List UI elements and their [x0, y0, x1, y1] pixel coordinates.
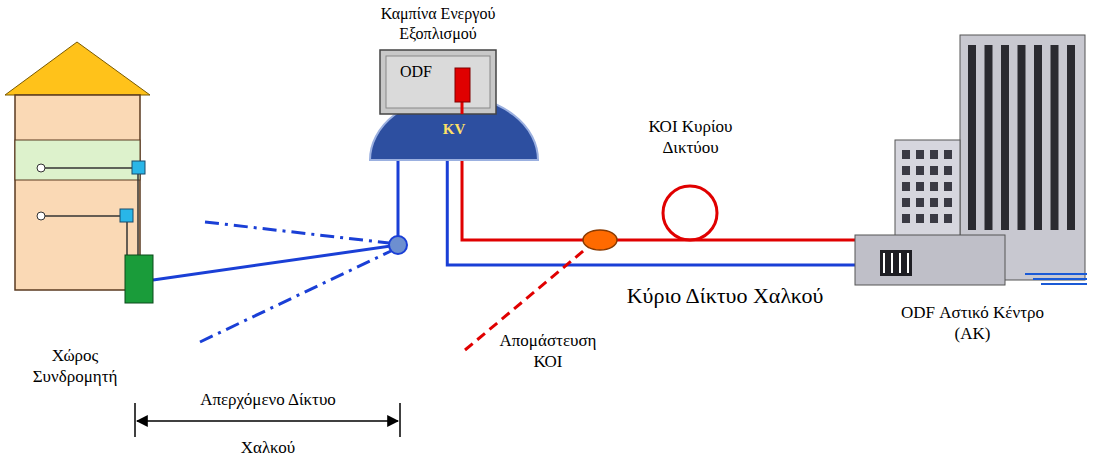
house-shape: [5, 40, 153, 302]
subscriber-house: Χώρος Συνδρομητή: [5, 40, 153, 302]
junction-circle: [389, 236, 407, 254]
water-line: [1033, 278, 1087, 280]
fiber-label: ΚΟΙ Κυρίου Δικτύου: [628, 116, 753, 159]
node-caption: Χώρος Συνδρομητή: [20, 345, 130, 388]
window: [916, 198, 924, 207]
window-column: [1051, 45, 1059, 230]
house-body: [15, 95, 140, 290]
window: [930, 198, 938, 207]
window: [902, 150, 910, 159]
window: [944, 182, 952, 191]
node-heading: Καμπίνα Ενεργού Εξοπλισμού: [350, 4, 526, 44]
copper-cable: [447, 160, 855, 265]
window: [930, 182, 938, 191]
window-column: [968, 45, 976, 230]
window-column: [1018, 45, 1026, 230]
socket-square: [120, 209, 133, 222]
kv-dome-shape: [370, 96, 538, 160]
kv-label: KV: [370, 120, 538, 139]
window: [930, 150, 938, 159]
water-line: [1025, 273, 1087, 275]
window: [916, 166, 924, 175]
window: [944, 150, 952, 159]
window: [916, 182, 924, 191]
dash-dot-line: [200, 251, 391, 342]
window: [902, 214, 910, 223]
phone-point: [37, 164, 45, 172]
entrance-stripe: [891, 253, 893, 273]
window-column: [1067, 45, 1075, 230]
odf-patch: [455, 68, 470, 102]
indoor-wire: [45, 167, 133, 169]
entrance: [880, 250, 912, 276]
tap-label: Απομάστευση ΚΟΙ: [492, 330, 604, 373]
entrance-stripe: [899, 253, 901, 273]
window: [944, 214, 952, 223]
water-line: [1041, 283, 1087, 285]
riser-wire: [137, 168, 139, 255]
bracket-tick: [399, 403, 401, 437]
window: [944, 198, 952, 207]
window-column: [985, 45, 993, 230]
dash-dot-line: [205, 222, 389, 243]
bracket-tick: [134, 403, 136, 437]
building-shape: [855, 30, 1090, 288]
window: [902, 198, 910, 207]
window-column: [1001, 45, 1009, 230]
exchange-building: ODF Αστικό Κέντρο (ΑΚ): [855, 30, 1090, 288]
cabinet-shape: [380, 50, 496, 114]
splice-ellipse: [583, 230, 617, 250]
window-column: [1034, 45, 1042, 230]
indoor-wire: [45, 215, 121, 217]
floor-band: [15, 140, 140, 180]
dimension-label: Χαλκού: [200, 437, 336, 458]
node-caption: ODF Αστικό Κέντρο (ΑΚ): [890, 302, 1055, 345]
entrance-stripe: [883, 253, 885, 273]
fiber-loop: [663, 186, 717, 240]
equipment-cabinet: Καμπίνα Ενεργού ΕξοπλισμούODF: [380, 50, 496, 114]
dimension-arrow: [137, 420, 398, 422]
cabinet-door: [386, 56, 490, 108]
phone-point: [37, 212, 45, 220]
entrance-stripe: [907, 253, 909, 273]
window: [902, 182, 910, 191]
distribution-box: [125, 255, 153, 303]
window: [916, 150, 924, 159]
network-label: Κύριο Δίκτυο Χαλκού: [590, 282, 860, 310]
socket-square: [132, 161, 145, 174]
window: [944, 166, 952, 175]
podium: [855, 235, 1005, 285]
window: [930, 166, 938, 175]
cabinet-box: [380, 50, 496, 114]
roof: [5, 42, 150, 95]
odf-label: ODF: [400, 62, 432, 82]
window: [902, 166, 910, 175]
dimension-label: Απερχόμενο Δίκτυο: [160, 389, 376, 410]
window: [930, 214, 938, 223]
window: [916, 214, 924, 223]
copper-cable: [153, 160, 398, 280]
